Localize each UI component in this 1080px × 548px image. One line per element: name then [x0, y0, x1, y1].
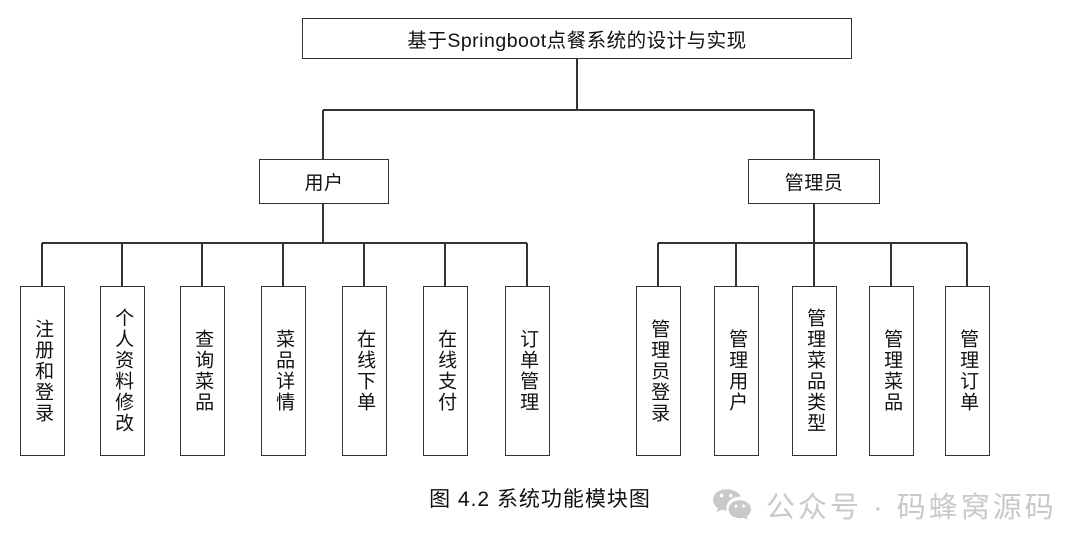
watermark: 公众号 · 码蜂窝源码	[712, 484, 1057, 526]
leaf-node-user-dish-detail: 菜品详情	[261, 286, 306, 456]
leaf-node-user-order-management: 订单管理	[505, 286, 550, 456]
figure-caption: 图 4.2 系统功能模块图	[429, 488, 651, 511]
root-node-system-title: 基于Springboot点餐系统的设计与实现	[302, 18, 852, 59]
branch-node-user: 用户	[259, 159, 389, 204]
branch-node-admin: 管理员	[748, 159, 880, 204]
leaf-node-admin-manage-orders: 管理订单	[945, 286, 990, 456]
leaf-node-user-online-order: 在线下单	[342, 286, 387, 456]
leaf-node-user-online-payment: 在线支付	[423, 286, 468, 456]
leaf-node-admin-login: 管理员登录	[636, 286, 681, 456]
leaf-node-user-profile-edit: 个人资料修改	[100, 286, 145, 456]
leaf-node-user-search-dishes: 查询菜品	[180, 286, 225, 456]
watermark-text: 公众号 · 码蜂窝源码	[766, 492, 1057, 524]
leaf-node-admin-manage-dish-types: 管理菜品类型	[792, 286, 837, 456]
wechat-icon	[712, 488, 752, 522]
leaf-node-admin-manage-users: 管理用户	[714, 286, 759, 456]
leaf-node-user-register-login: 注册和登录	[20, 286, 65, 456]
leaf-node-admin-manage-dishes: 管理菜品	[869, 286, 914, 456]
